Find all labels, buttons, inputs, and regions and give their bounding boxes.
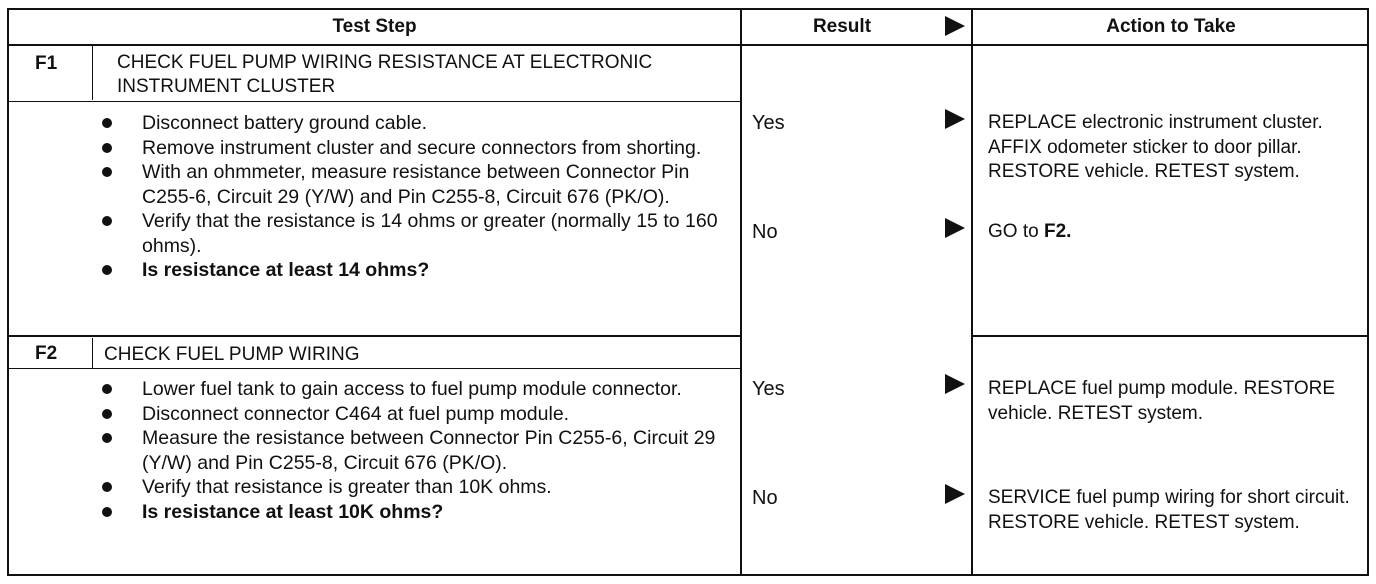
result-yes: Yes bbox=[752, 378, 785, 400]
list-item: Disconnect connector C464 at fuel pump m… bbox=[95, 402, 735, 427]
column-divider-action bbox=[971, 10, 973, 574]
result-no: No bbox=[752, 221, 778, 243]
step-bullets-f2: Lower fuel tank to gain access to fuel p… bbox=[95, 377, 735, 524]
arrow-right-icon bbox=[945, 374, 965, 394]
list-item: Disconnect battery ground cable. bbox=[95, 111, 735, 136]
action-text: REPLACE electronic instrument cluster. A… bbox=[988, 112, 1323, 182]
list-item: With an ohmmeter, measure resistance bet… bbox=[95, 160, 735, 209]
result-yes: Yes bbox=[752, 112, 785, 134]
step-title-f1: CHECK FUEL PUMP WIRING RESISTANCE AT ELE… bbox=[117, 52, 653, 97]
step-reference-link[interactable]: F2. bbox=[1043, 221, 1072, 242]
step-separator bbox=[971, 335, 1367, 337]
list-item: Measure the resistance between Connector… bbox=[95, 426, 735, 475]
step-id-f1: F1 bbox=[35, 53, 58, 74]
step-separator bbox=[9, 335, 740, 337]
step-question: Is resistance at least 10K ohms? bbox=[95, 500, 735, 525]
diagnostic-table: Test Step Result Action to Take F1 CHECK… bbox=[7, 8, 1369, 576]
step-bullets-f1: Disconnect battery ground cable. Remove … bbox=[95, 111, 735, 283]
arrow-right-icon bbox=[945, 218, 965, 238]
action-text: GO to F2. bbox=[988, 220, 1366, 245]
arrow-right-icon bbox=[945, 484, 965, 504]
step-id-divider bbox=[92, 338, 93, 368]
header-test-step: Test Step bbox=[332, 16, 417, 37]
list-item: Verify that resistance is greater than 1… bbox=[95, 475, 735, 500]
step-title-f2: CHECK FUEL PUMP WIRING bbox=[104, 344, 360, 365]
list-item: Lower fuel tank to gain access to fuel p… bbox=[95, 377, 735, 402]
step-title-rule bbox=[9, 101, 740, 102]
header-result: Result bbox=[812, 16, 872, 37]
step-title-rule bbox=[9, 368, 740, 369]
list-item: Verify that the resistance is 14 ohms or… bbox=[95, 209, 735, 258]
step-id-divider bbox=[92, 45, 93, 100]
arrow-right-icon bbox=[945, 109, 965, 129]
step-id-f2: F2 bbox=[35, 343, 58, 364]
header-action: Action to Take bbox=[1106, 16, 1236, 37]
action-text: REPLACE fuel pump module. RESTORE vehicl… bbox=[988, 378, 1336, 424]
result-no: No bbox=[752, 487, 778, 509]
header-rule bbox=[9, 44, 1367, 46]
header-arrow-icon bbox=[945, 16, 965, 36]
action-text: SERVICE fuel pump wiring for short circu… bbox=[988, 487, 1350, 533]
step-question: Is resistance at least 14 ohms? bbox=[95, 258, 735, 283]
action-prefix: GO to bbox=[988, 221, 1044, 242]
column-divider-result bbox=[740, 10, 742, 574]
list-item: Remove instrument cluster and secure con… bbox=[95, 136, 735, 161]
